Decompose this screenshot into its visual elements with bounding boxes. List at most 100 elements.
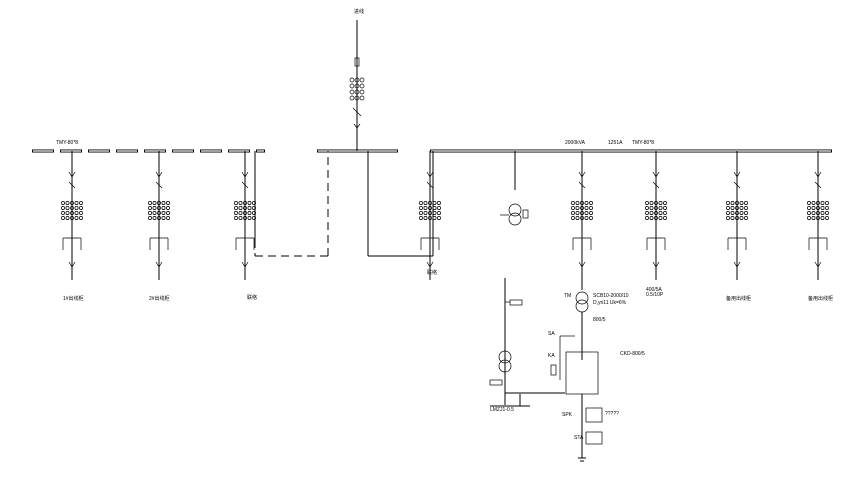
ct-coil [161, 201, 166, 205]
ct-coil [238, 216, 243, 220]
ct-coil [148, 211, 152, 215]
ct-coil [730, 206, 735, 210]
ct-coil [589, 206, 593, 210]
ct-coil [428, 201, 432, 205]
ct-coil [437, 211, 441, 215]
ct-coil [148, 206, 152, 210]
ct-coil [739, 201, 744, 205]
transformer-spk: SPK [562, 412, 573, 418]
ct-coil [61, 206, 65, 210]
ct-coil [649, 216, 654, 220]
ct-coil [157, 206, 161, 210]
ct-coil [79, 201, 83, 205]
ct-coil [238, 201, 243, 205]
ct-coil [575, 206, 580, 210]
ct-coil [79, 206, 83, 210]
ct-coil [423, 201, 428, 205]
ct-coil [654, 211, 658, 215]
transformer-q: ????? [605, 411, 619, 417]
ct-coil [820, 216, 825, 220]
ct-coil [74, 211, 79, 215]
transformer-branch [500, 151, 529, 226]
ct-coil [423, 206, 428, 210]
transformer-tm: TM [564, 293, 572, 299]
ct-coil [816, 216, 820, 220]
ct-coil [739, 216, 744, 220]
ct-coil [645, 216, 649, 220]
right-busbar-capacity: 2000kVA [565, 140, 585, 146]
ct-coil [419, 216, 423, 220]
transformer-winding: D,yn11 Uk=6% [593, 300, 627, 306]
ct-coil [571, 211, 575, 215]
ct-coil [423, 216, 428, 220]
ct-coil [148, 216, 152, 220]
ct-coil [247, 201, 252, 205]
incoming-ct-stack [349, 77, 365, 101]
ct-coil [148, 201, 152, 205]
ct-coil [61, 211, 65, 215]
ct-coil [663, 201, 667, 205]
ct-coil [238, 206, 243, 210]
ct-coil [61, 216, 65, 220]
ct-coil [820, 211, 825, 215]
ct-coil [744, 206, 748, 210]
ct-coil [589, 216, 593, 220]
ct-coil [65, 206, 70, 210]
ct-coil [811, 216, 816, 220]
ct-coil [437, 201, 441, 205]
incoming-feeder [349, 20, 365, 151]
ct-coil [735, 206, 739, 210]
ct-coil [157, 201, 161, 205]
left-busbar-label: TMY-80*8 [56, 140, 79, 146]
feeder-f2 [148, 151, 170, 280]
ct-coil [735, 216, 739, 220]
ct-coil [247, 216, 252, 220]
ct-coil [152, 206, 157, 210]
ct-coil [744, 216, 748, 220]
ct-coil [571, 201, 575, 205]
ct-coil [161, 206, 166, 210]
ct-coil [807, 201, 811, 205]
ct-coil [74, 216, 79, 220]
lv-tail-label: LMZJ1-0.5 [490, 407, 514, 413]
ct-coil [234, 216, 238, 220]
ct-coil [575, 211, 580, 215]
feeder-f6-label: 备用出线柜 [726, 296, 752, 302]
ct-coil [65, 211, 70, 215]
ct-coil [152, 216, 157, 220]
ct-coil [247, 211, 252, 215]
ct-coil [238, 211, 243, 215]
feeder-tie-left-label: 联络 [247, 295, 258, 301]
ct-coil [825, 201, 829, 205]
ct-coil [70, 206, 74, 210]
ct-coil [432, 201, 437, 205]
ct-coil [580, 216, 584, 220]
ct-coil [820, 201, 825, 205]
transformer-sta: STA [574, 435, 584, 441]
ct-coil [811, 206, 816, 210]
transformer-ct: 800/5 [593, 317, 606, 323]
ct-coil [816, 201, 820, 205]
ct-coil [432, 211, 437, 215]
ct-coil [234, 206, 238, 210]
ct-coil [658, 216, 663, 220]
ct-coil [79, 216, 83, 220]
ct-coil [243, 206, 247, 210]
ct-coil [820, 206, 825, 210]
ct-coil [744, 211, 748, 215]
ct-coil [580, 211, 584, 215]
ct-coil [726, 211, 730, 215]
ct-coil [575, 201, 580, 205]
ct-coil [807, 216, 811, 220]
ct-coil [419, 201, 423, 205]
ct-coil [152, 211, 157, 215]
ct-coil [152, 201, 157, 205]
ct-coil [580, 201, 584, 205]
ct-coil [807, 206, 811, 210]
ct-coil [571, 216, 575, 220]
ct-coil [161, 216, 166, 220]
ct-coil [744, 201, 748, 205]
ct-coil [735, 211, 739, 215]
ct-coil [437, 206, 441, 210]
feeder-f4 [645, 151, 667, 280]
